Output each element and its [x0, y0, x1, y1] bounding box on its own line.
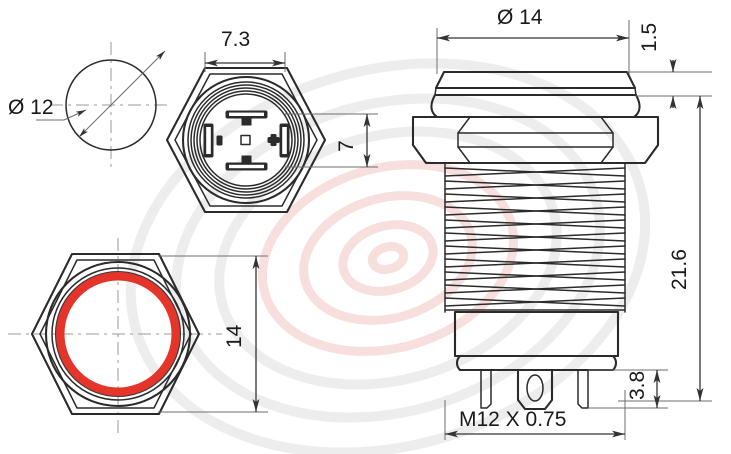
- center-key-square: [240, 134, 251, 146]
- terminal-pin-center: [516, 368, 554, 411]
- dim-label-14-bottom: 14: [223, 324, 246, 348]
- dim-dia-14: [436, 20, 630, 74]
- terminal-bottom: [225, 155, 268, 171]
- dim-21-6: [618, 95, 712, 402]
- dim-3-8: [588, 369, 668, 409]
- dim-label-7: 7: [335, 140, 358, 152]
- terminal-pin-left: [480, 369, 492, 409]
- dim-label-1-5: 1.5: [638, 23, 661, 52]
- dim-label-dia-14: Ø 14: [497, 6, 543, 29]
- dim-1-5: [627, 58, 712, 110]
- side-elevation-view: [411, 70, 660, 411]
- dim-7-3: [204, 52, 286, 72]
- dim-label-7-3: 7.3: [221, 28, 250, 51]
- terminal-pin-right: [577, 369, 589, 409]
- detail-circle-view: [36, 42, 172, 168]
- polarity-minus-icon: [216, 135, 223, 146]
- dim-14-bottom: [158, 255, 268, 413]
- polarity-plus-icon: [267, 134, 280, 146]
- dim-7: [285, 113, 378, 168]
- illuminated-red-ring: [55, 271, 181, 397]
- dim-label-dia-12: Ø 12: [8, 96, 54, 119]
- thread-profile: [444, 167, 626, 307]
- front-face-view: [8, 238, 222, 434]
- terminal-left-negative: [203, 123, 214, 158]
- terminal-top: [225, 110, 268, 126]
- dim-label-3-8: 3.8: [626, 371, 649, 400]
- rear-terminal-view: [165, 66, 327, 214]
- terminal-right-positive: [279, 123, 290, 158]
- diameter-dimension-line: [78, 50, 166, 138]
- dim-label-thread-spec: M12 X 0.75: [459, 408, 566, 431]
- dim-label-21-6: 21.6: [668, 249, 691, 290]
- dim-thread-spec: [444, 390, 626, 440]
